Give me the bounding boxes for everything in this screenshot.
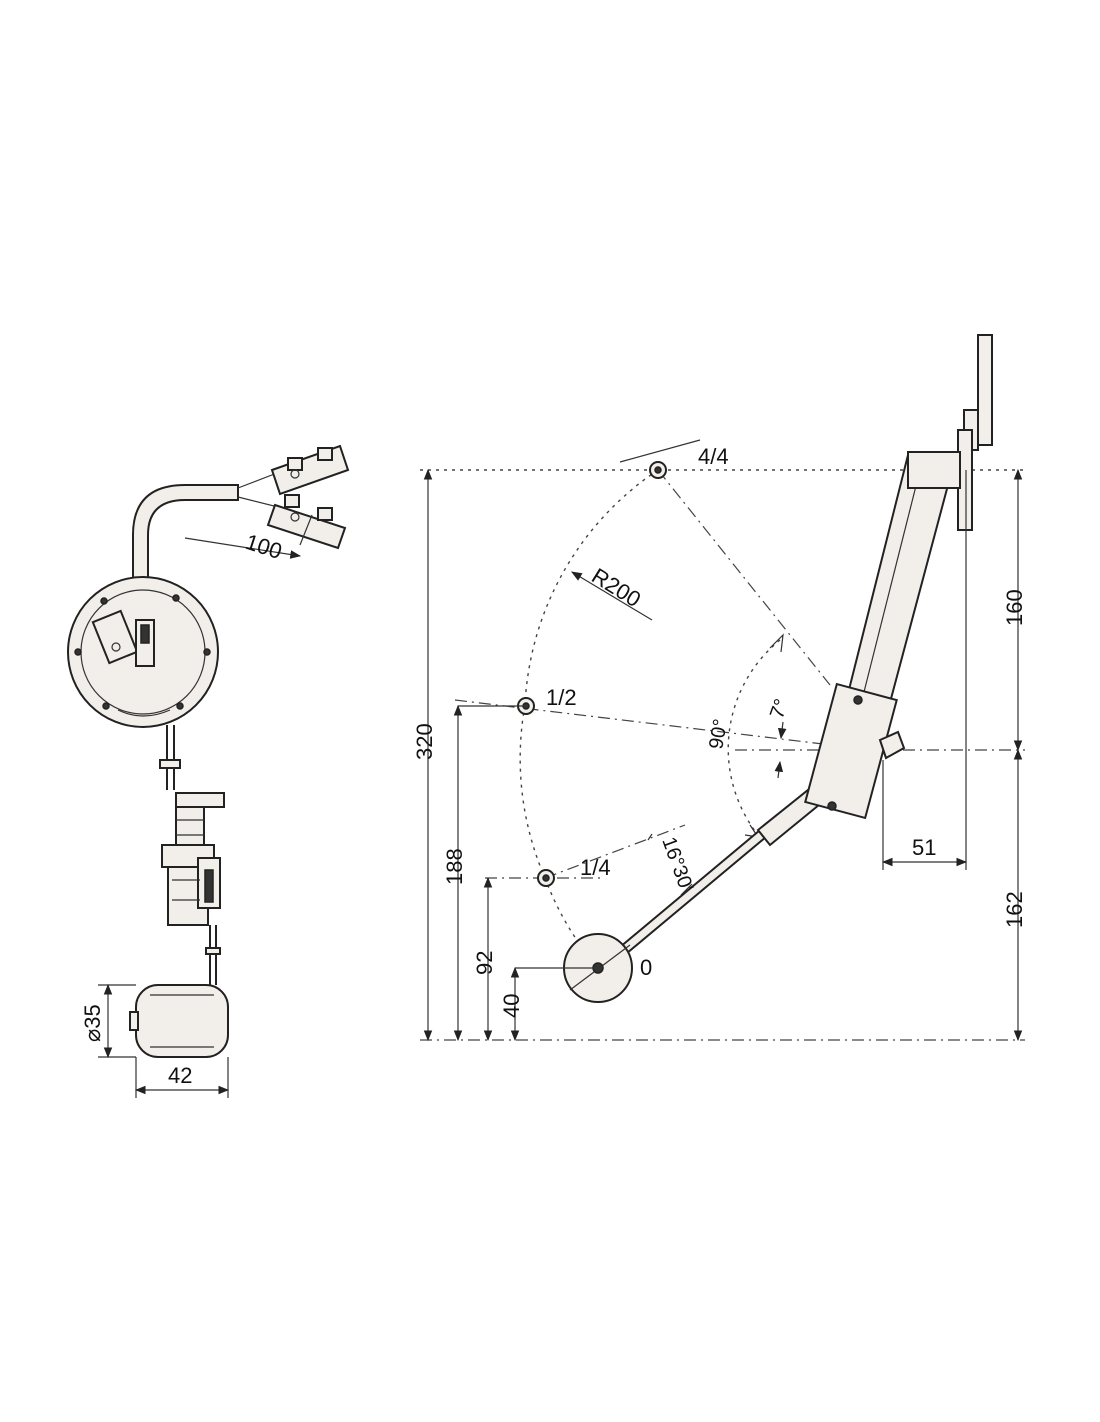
angle-16-30-label: 16°30': [657, 834, 697, 894]
label-empty: 0: [640, 955, 652, 980]
radius-leader: [571, 571, 653, 621]
dimension-35-label: ⌀35: [80, 1004, 105, 1042]
dimension-51: [881, 470, 968, 870]
left-view: 100: [67, 444, 350, 1098]
level-point-half: [517, 697, 535, 715]
label-half: 1/2: [546, 685, 577, 710]
radial-line-full: [657, 469, 831, 686]
dimension-51-label: 51: [912, 835, 936, 860]
right-view: 4/4 1/2 1/4 0 R200 90° 7° 16°30' 320 188…: [412, 334, 1027, 1042]
dimension-188: [453, 704, 526, 1042]
sender-mechanism: [159, 725, 225, 985]
level-point-full: [649, 461, 667, 479]
connector-upper: [270, 444, 350, 496]
level-point-quarter: [537, 869, 555, 887]
float-arm: [593, 788, 827, 976]
dimension-float-length: 42: [134, 1057, 230, 1098]
radius-arc: [519, 469, 659, 969]
radius-label: R200: [587, 563, 645, 612]
dimension-92-label: 92: [472, 951, 497, 975]
dimension-40-label: 40: [499, 994, 524, 1018]
main-arm: [804, 453, 954, 820]
angle-90-label: 90°: [705, 717, 732, 751]
dimension-160-label: 160: [1002, 589, 1027, 626]
label-quarter: 1/4: [580, 855, 611, 880]
dimension-320-label: 320: [412, 723, 437, 760]
dimension-float-diameter: ⌀35: [80, 983, 136, 1059]
float: [129, 984, 229, 1058]
dimension-40: [510, 966, 598, 1042]
mounting-flange: [67, 576, 219, 728]
dimension-188-label: 188: [442, 848, 467, 885]
dimension-100-label: 100: [242, 529, 285, 564]
connector-lower: [266, 494, 347, 550]
dimension-162-label: 162: [1002, 891, 1027, 928]
angle-7-label: 7°: [766, 696, 793, 721]
mounting-bracket: [907, 334, 993, 531]
label-full: 4/4: [698, 444, 729, 469]
dimension-42-label: 42: [168, 1063, 192, 1088]
